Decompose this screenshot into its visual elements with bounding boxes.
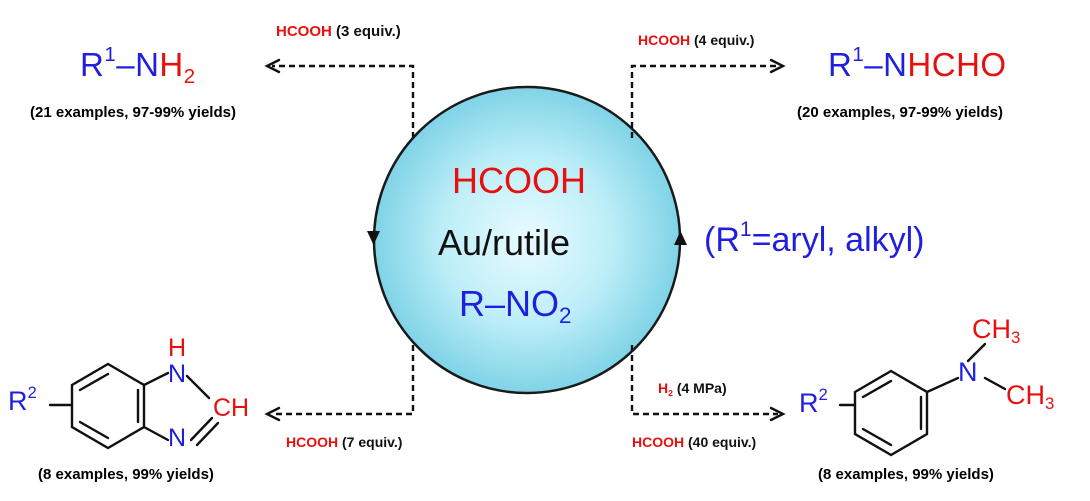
condition-top-right: HCOOH (4 equiv.)	[638, 32, 755, 48]
pathway-bottom-right	[630, 345, 778, 416]
benzimidazole-structure	[48, 362, 220, 450]
arrowhead-bottom-right	[769, 406, 786, 422]
pathway-top-left	[272, 64, 415, 138]
product-amine: R1–NH2	[80, 43, 196, 88]
condition-bottom-right-h2: H2 (4 MPa)	[658, 380, 727, 398]
center-catalyst: Au/rutile	[438, 222, 571, 263]
summary-bottom-left: (8 examples, 99% yields)	[38, 466, 214, 483]
arrowhead-top-right	[769, 58, 786, 74]
center-substrate: R–NO2	[459, 283, 572, 329]
product-formamide: R1–NHCHO	[828, 43, 1007, 83]
pathway-top-right	[630, 64, 778, 138]
cycle-arrow-right	[674, 231, 687, 245]
condition-bottom-right-hcooh: HCOOH (40 equiv.)	[632, 434, 757, 450]
benzimidazole-n1: N	[168, 360, 187, 388]
dimethylaniline-structure	[838, 342, 1007, 457]
summary-top-left: (21 examples, 97-99% yields)	[30, 104, 236, 121]
dimethylaniline-n: N	[958, 357, 978, 387]
r1-definition: (R1=aryl, alkyl)	[704, 217, 925, 259]
summary-bottom-right: (8 examples, 99% yields)	[818, 466, 994, 483]
center-reagent: HCOOH	[452, 160, 586, 201]
condition-bottom-left: HCOOH (7 equiv.)	[286, 434, 403, 450]
cycle-arrow-left	[367, 231, 380, 245]
methyl-top: CH3	[972, 314, 1021, 348]
methyl-bottom: CH3	[1006, 380, 1055, 414]
benzimidazole-h: H	[168, 334, 187, 362]
summary-top-right: (20 examples, 97-99% yields)	[797, 104, 1003, 121]
benzimidazole-substituent: R2	[8, 382, 37, 416]
condition-top-left: HCOOH (3 equiv.)	[276, 23, 401, 40]
dimethylaniline-substituent: R2	[799, 384, 828, 418]
pathway-bottom-left	[272, 345, 415, 416]
arrowhead-bottom-left	[264, 406, 281, 422]
arrowhead-top-left	[264, 58, 281, 74]
benzimidazole-ch: CH	[213, 394, 250, 422]
benzimidazole-n2: N	[168, 424, 187, 452]
